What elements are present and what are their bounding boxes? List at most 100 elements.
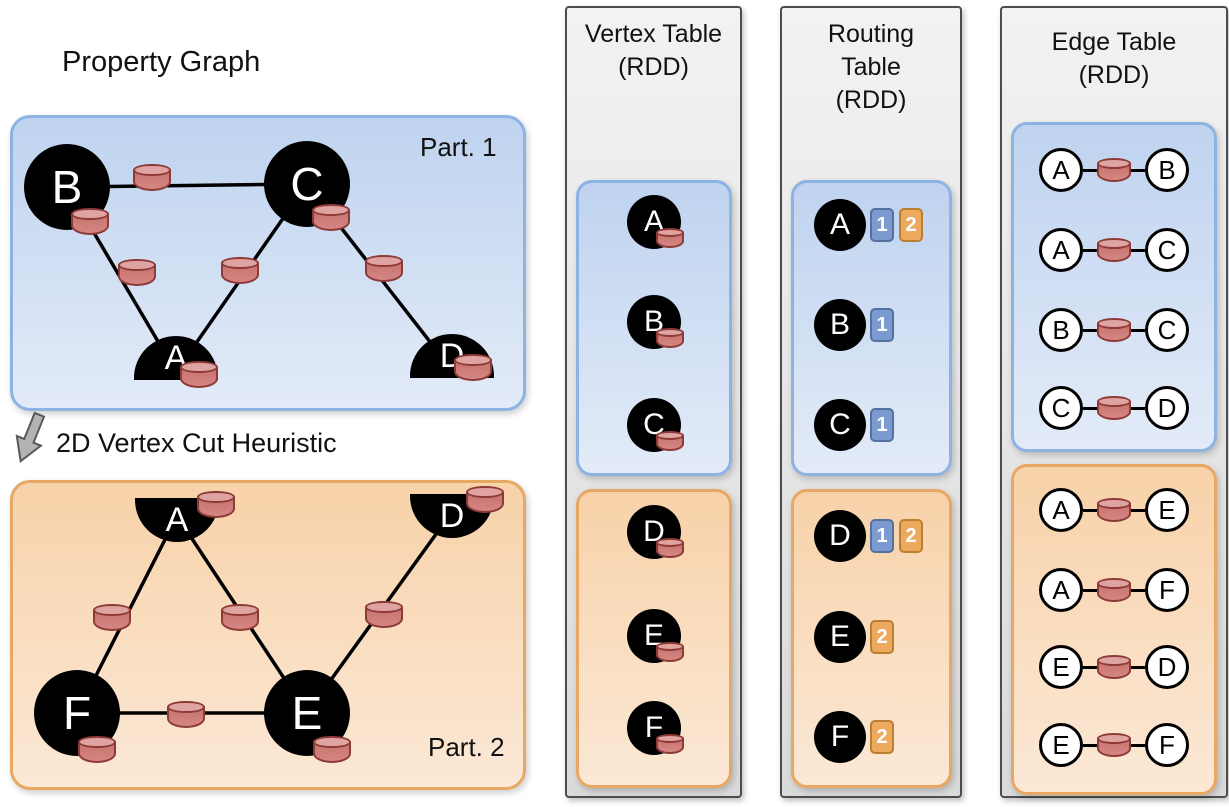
edge-connector (1131, 328, 1145, 332)
routing-badge-a-2: 2 (899, 208, 923, 242)
partition-2-label: Part. 2 (428, 732, 505, 762)
edge-property-cylinder-cd-icon (365, 255, 403, 282)
edge-property-cylinder-de-icon (365, 601, 403, 628)
routing-badge-e-2: 2 (870, 620, 894, 654)
edge-row-a-e: A E (1039, 488, 1189, 532)
edge-connector (1083, 588, 1097, 592)
vertex-property-cylinder-b-icon (71, 208, 109, 235)
edge-row-e-d: E D (1039, 645, 1189, 689)
routing-badge-f-2: 2 (870, 720, 894, 754)
edge-source-vertex: C (1039, 386, 1083, 430)
edge-row-b-c: B C (1039, 308, 1189, 352)
edge-connector (1083, 168, 1097, 172)
partition-1-label: Part. 1 (420, 132, 497, 162)
edge-connector (1083, 328, 1097, 332)
routing-badge-c-1: 1 (870, 408, 894, 442)
edge-connector (1083, 743, 1097, 747)
edge-source-vertex: E (1039, 645, 1083, 689)
property-graph-title: Property Graph (62, 46, 261, 78)
edge-source-vertex: B (1039, 308, 1083, 352)
edge-connector (1131, 248, 1145, 252)
edge-property-cylinder-ba-icon (118, 259, 156, 286)
vertex-table-cylinder-e-icon (656, 642, 684, 662)
edge-connector (1083, 665, 1097, 669)
edge-connector (1131, 168, 1145, 172)
edge-table-title-line1: Edge Table (1051, 28, 1177, 56)
vertex-table-title: Vertex Table (RDD) (565, 18, 742, 84)
routing-vertex-a: A (814, 199, 866, 251)
vertex-cut-arrow-icon (15, 411, 46, 464)
routing-table-title-line2: Table (841, 53, 901, 81)
edge-source-vertex: E (1039, 723, 1083, 767)
routing-vertex-b: B (814, 299, 866, 351)
edge-target-vertex: C (1145, 228, 1189, 272)
routing-badge-d-1: 1 (870, 519, 894, 553)
routing-vertex-f: F (814, 711, 866, 763)
vertex-table-cylinder-b-icon (656, 328, 684, 348)
vertex-table-title-line1: Vertex Table (584, 20, 723, 48)
edge-property-cylinder-icon (1097, 498, 1131, 522)
edge-property-cylinder-icon (1097, 158, 1131, 182)
edge-connector (1131, 588, 1145, 592)
edge-connector (1131, 743, 1145, 747)
edge-property-cylinder-ca-icon (221, 257, 259, 284)
edge-table-title: Edge Table (RDD) (1000, 26, 1228, 92)
vertex-property-cylinder-d2-icon (466, 486, 504, 513)
edge-property-cylinder-af-icon (93, 604, 131, 631)
routing-table-title: Routing Table (RDD) (780, 18, 962, 117)
edge-property-cylinder-bc-icon (133, 164, 171, 191)
edge-property-cylinder-icon (1097, 238, 1131, 262)
vertex-property-cylinder-a2-icon (197, 491, 235, 518)
vertex-cut-heuristic-label: 2D Vertex Cut Heuristic (56, 428, 337, 458)
routing-table-title-line1: Routing (827, 20, 915, 48)
routing-badge-d-2: 2 (899, 519, 923, 553)
vertex-table-cylinder-a-icon (656, 228, 684, 248)
edge-source-vertex: A (1039, 488, 1083, 532)
routing-vertex-e: E (814, 611, 866, 663)
edge-target-vertex: F (1145, 568, 1189, 612)
edge-connector (1083, 508, 1097, 512)
edge-property-cylinder-icon (1097, 318, 1131, 342)
edge-connector (1083, 406, 1097, 410)
vertex-table-cylinder-f-icon (656, 734, 684, 754)
edge-row-c-d: C D (1039, 386, 1189, 430)
edge-connector (1131, 508, 1145, 512)
vertex-table-title-line2: (RDD) (618, 53, 689, 81)
vertex-property-cylinder-f-icon (78, 736, 116, 763)
edge-source-vertex: A (1039, 568, 1083, 612)
edge-connector (1083, 248, 1097, 252)
edge-source-vertex: A (1039, 148, 1083, 192)
edge-row-a-f: A F (1039, 568, 1189, 612)
routing-vertex-c: C (814, 399, 866, 451)
vertex-table-vertex-a: A (627, 195, 681, 249)
edge-property-cylinder-icon (1097, 396, 1131, 420)
edge-target-vertex: E (1145, 488, 1189, 532)
edge-target-vertex: D (1145, 386, 1189, 430)
edge-property-cylinder-icon (1097, 655, 1131, 679)
vertex-property-cylinder-a1-icon (180, 361, 218, 388)
edge-source-vertex: A (1039, 228, 1083, 272)
edge-property-cylinder-ae-icon (221, 604, 259, 631)
edge-row-a-b: A B (1039, 148, 1189, 192)
vertex-table-cylinder-d-icon (656, 538, 684, 558)
edge-target-vertex: D (1145, 645, 1189, 689)
edge-target-vertex: B (1145, 148, 1189, 192)
edge-connector (1131, 665, 1145, 669)
routing-vertex-d: D (814, 510, 866, 562)
edge-target-vertex: F (1145, 723, 1189, 767)
edge-property-cylinder-icon (1097, 578, 1131, 602)
edge-connector (1131, 406, 1145, 410)
routing-badge-b-1: 1 (870, 308, 894, 342)
edge-property-cylinder-fe-icon (167, 701, 205, 728)
edge-table-title-line2: (RDD) (1078, 61, 1150, 89)
edge-row-a-c: A C (1039, 228, 1189, 272)
vertex-property-cylinder-d1-icon (454, 354, 492, 381)
edge-row-e-f: E F (1039, 723, 1189, 767)
vertex-property-cylinder-e-icon (313, 736, 351, 763)
routing-badge-a-1: 1 (870, 208, 894, 242)
edge-target-vertex: C (1145, 308, 1189, 352)
vertex-property-cylinder-c-icon (312, 204, 350, 231)
vertex-table-cylinder-c-icon (656, 431, 684, 451)
edge-property-cylinder-icon (1097, 733, 1131, 757)
